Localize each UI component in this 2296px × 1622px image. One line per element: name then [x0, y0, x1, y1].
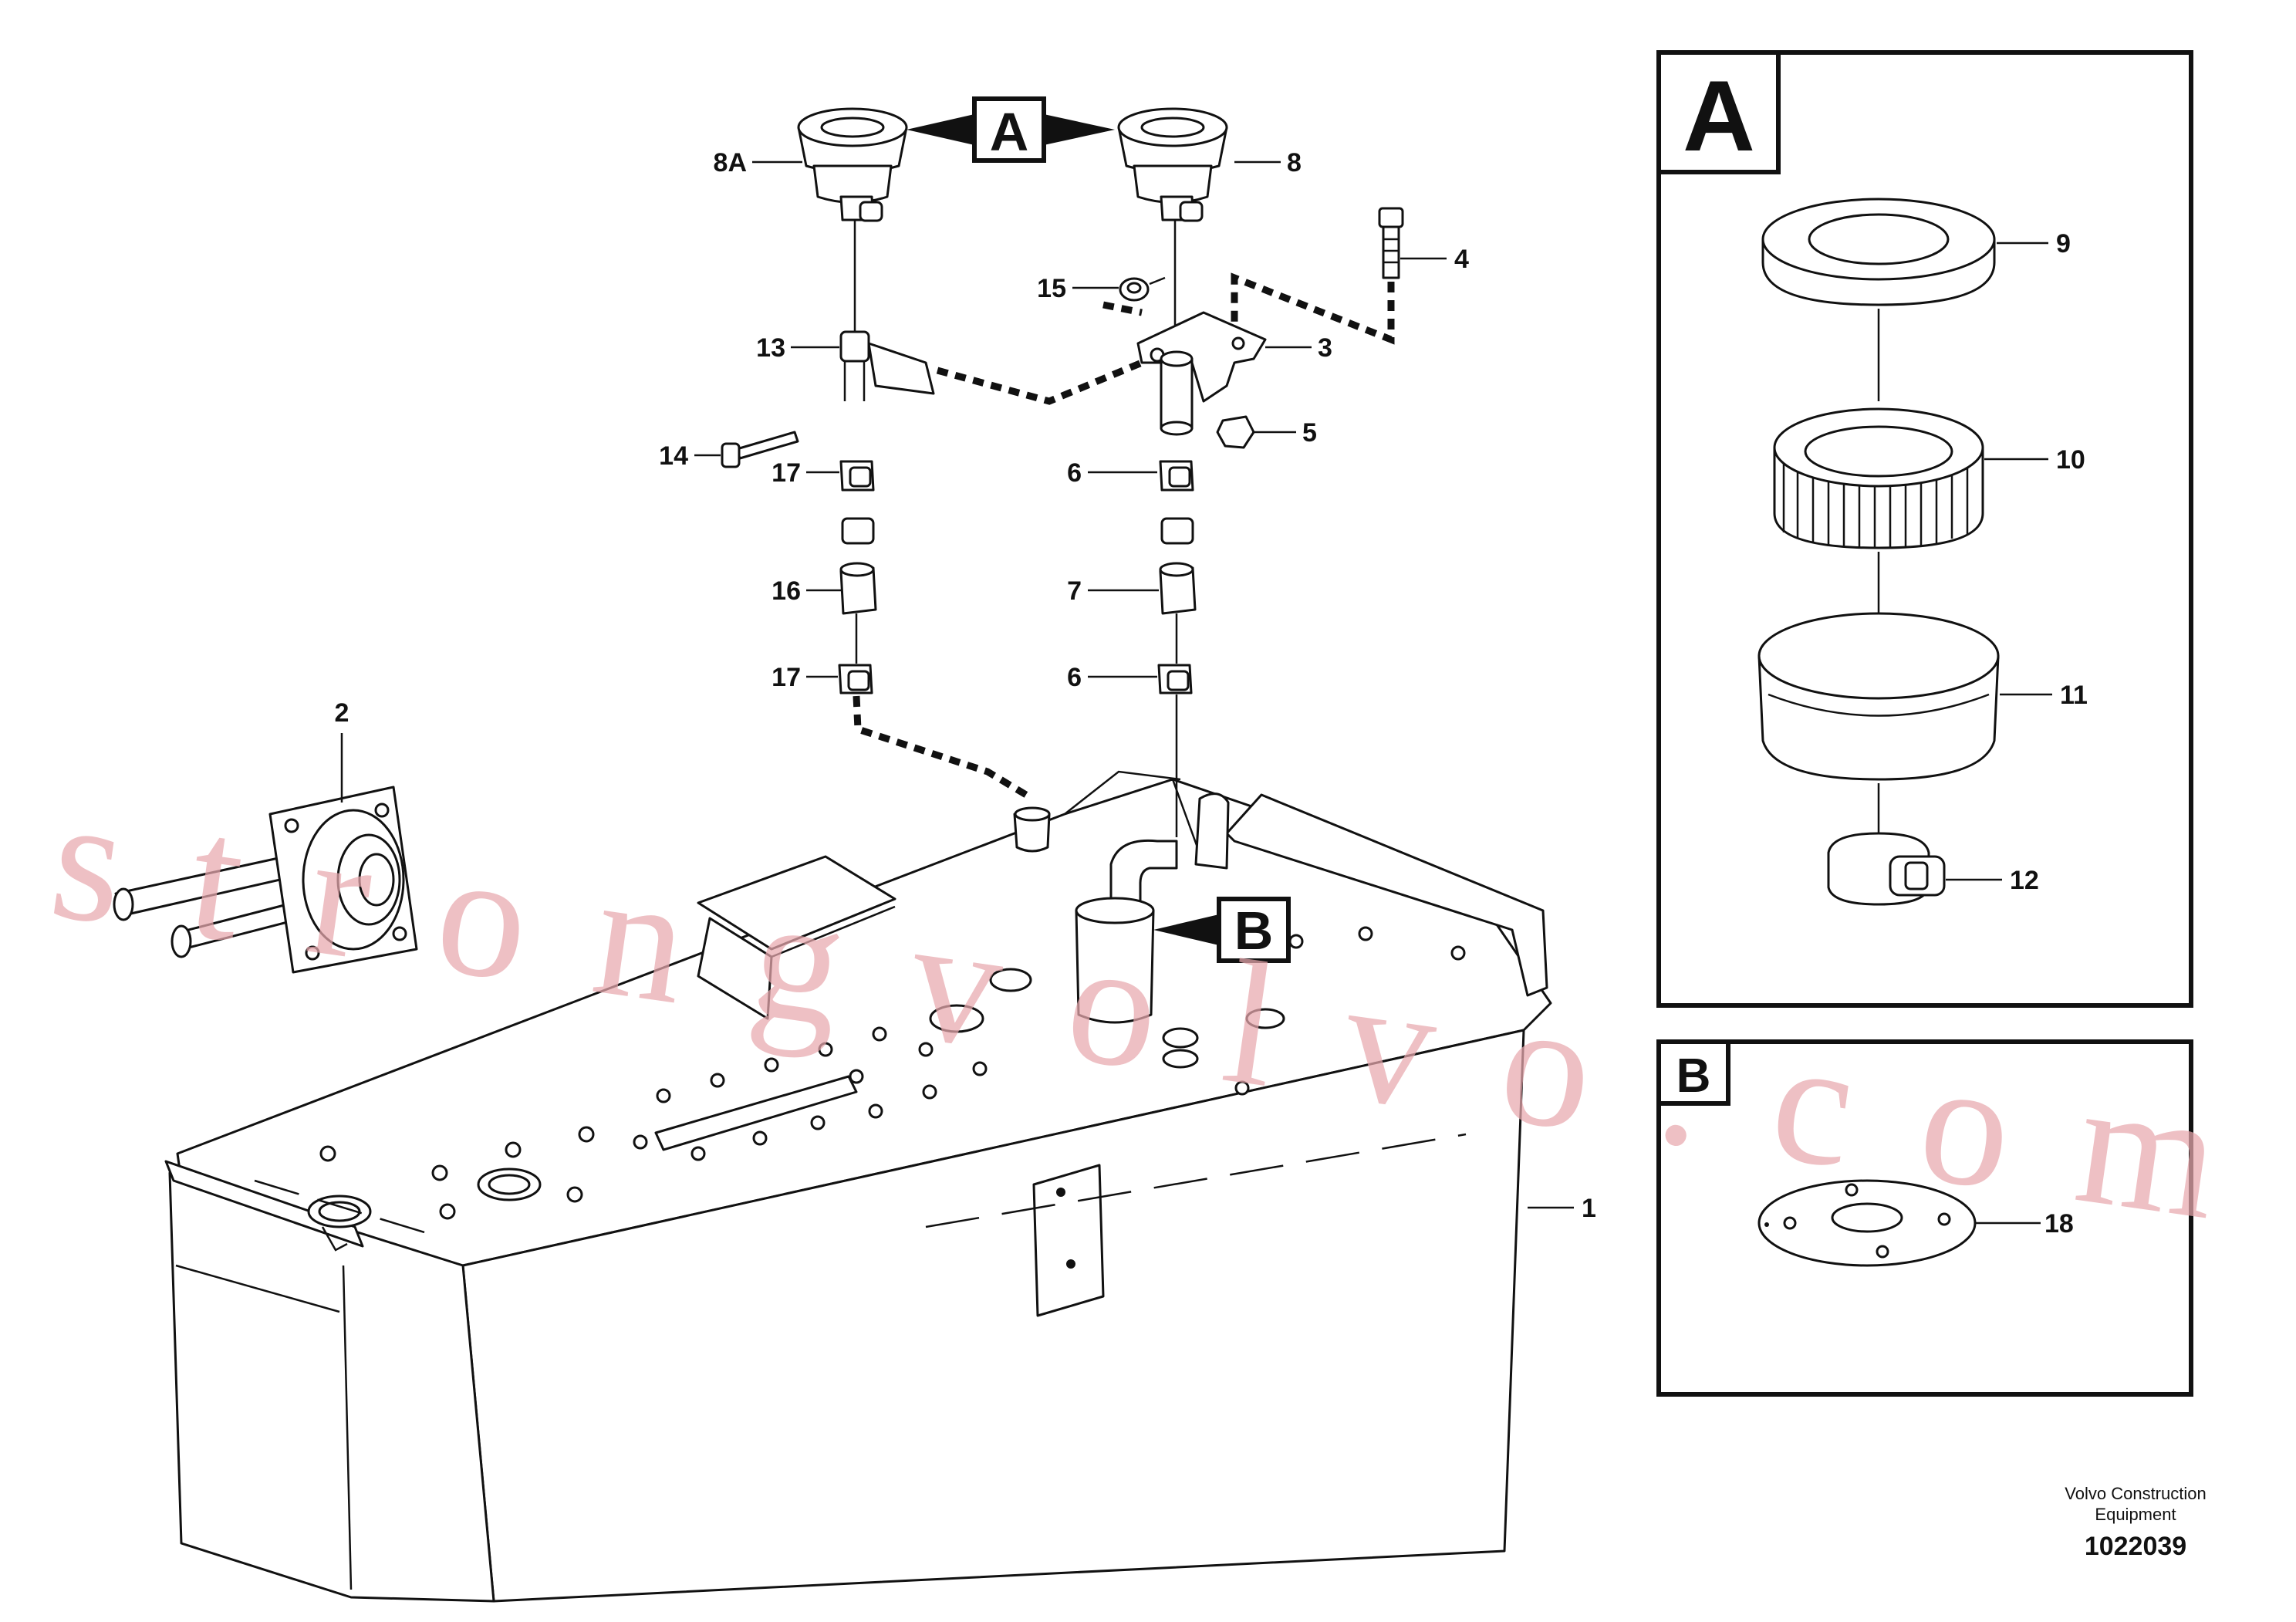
label-5: 5 [1302, 418, 1317, 448]
label-8a: 8A [714, 148, 747, 177]
label-17-top: 17 [772, 458, 801, 488]
inset-a-panel: A 9 [1656, 50, 2193, 1008]
breather-assembly-8a [797, 107, 908, 338]
part-labels: 8A 8 4 15 13 3 14 5 17 6 16 7 17 6 2 1 [335, 148, 1596, 1223]
callout-b-marker: B [1153, 897, 1291, 963]
fuel-tank [164, 770, 1552, 1603]
callout-b-label: B [1234, 901, 1274, 961]
label-3: 3 [1318, 333, 1332, 363]
breather-assembly-8 [1117, 107, 1228, 332]
footer: Volvo Construction Equipment 1022039 [2065, 1484, 2206, 1561]
label-13: 13 [756, 333, 785, 363]
label-16: 16 [772, 576, 801, 606]
tank-port-holes [307, 926, 1466, 1228]
label-4: 4 [1454, 245, 1469, 274]
label-15: 15 [1037, 274, 1066, 303]
drawing-number: 1022039 [2085, 1532, 2186, 1561]
part-18-gasket [1757, 1179, 1977, 1267]
inset-b-title: B [1676, 1049, 1711, 1103]
label-14: 14 [659, 441, 688, 471]
part-10-filter [1773, 407, 1984, 549]
label-8: 8 [1287, 148, 1302, 177]
part-12-clamp [1827, 832, 1946, 906]
inset-b-panel: B 18 [1656, 1039, 2193, 1397]
right-hose-stack [936, 207, 1404, 1024]
label-11: 11 [2060, 681, 2088, 710]
label-17-bottom: 17 [772, 663, 801, 692]
part-11-bowl [1757, 612, 2000, 781]
label-6-bottom: 6 [1067, 663, 1082, 692]
label-2: 2 [335, 698, 349, 728]
label-1: 1 [1582, 1194, 1596, 1223]
label-10: 10 [2056, 445, 2085, 475]
suction-flange [113, 786, 418, 974]
manufacturer-line-1: Volvo Construction [2065, 1484, 2206, 1503]
label-9: 9 [2056, 229, 2071, 259]
label-18: 18 [2044, 1209, 2074, 1238]
leader-lines [340, 161, 1574, 1209]
label-6-top: 6 [1067, 458, 1082, 488]
label-12: 12 [2010, 866, 2039, 895]
left-hose-stack [721, 330, 1051, 853]
part-9-cap [1761, 198, 1996, 306]
label-7: 7 [1067, 576, 1082, 606]
inset-a-title: A [1683, 59, 1755, 172]
callout-a-marker: A [907, 96, 1115, 163]
manufacturer-line-2: Equipment [2095, 1505, 2176, 1524]
callout-a-label: A [990, 102, 1029, 162]
